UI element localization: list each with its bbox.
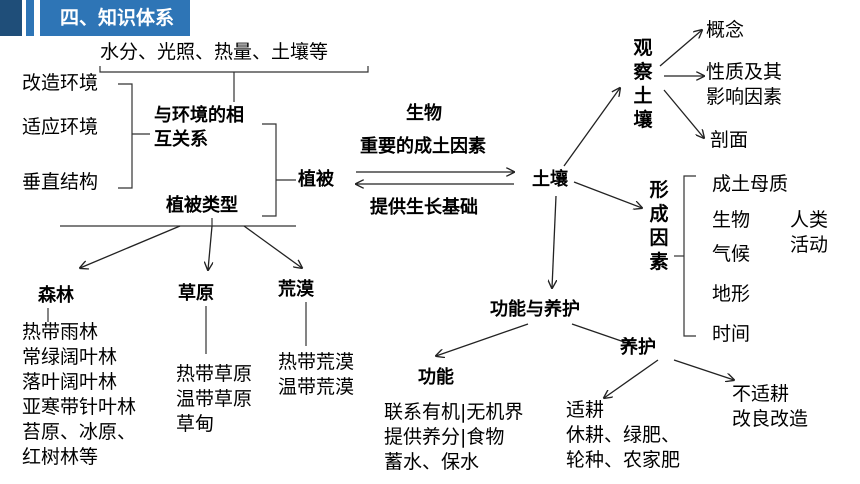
forest-list: 热带雨林 常绿阔叶林 落叶阔叶林 亚寒带针叶林 苔原、冰原、 红树林等 [22, 320, 136, 470]
formation-item-climate: 气候 [712, 243, 751, 265]
formation-item-parent-material: 成土母质 [712, 173, 789, 195]
function-title: 功能 [418, 367, 454, 388]
observe-soil-heading: 观 察 土 壤 [633, 37, 653, 131]
soil-node: 土壤 [532, 169, 568, 190]
desert-title: 荒漠 [278, 279, 314, 300]
protection-title: 养护 [620, 337, 656, 358]
protection-item: 休耕、绿肥、 [566, 424, 681, 446]
arrow-label-important-factor: 重要的成土因素 [360, 136, 486, 157]
formation-factors-heading: 形 成 因 素 [649, 179, 669, 273]
protection-list: 适耕 休耕、绿肥、 轮种、农家肥 [566, 398, 680, 473]
observe-item-profile: 剖面 [710, 129, 749, 151]
forest-title: 森林 [38, 285, 74, 306]
vegetation-node: 植被 [298, 169, 334, 190]
arrow-label-growth-basis: 提供生长基础 [370, 197, 478, 218]
protection-item: 轮种、农家肥 [566, 449, 681, 471]
formation-item-terrain: 地形 [712, 283, 751, 305]
forest-item: 常绿阔叶林 [22, 346, 118, 368]
protection-item: 适耕 [566, 399, 605, 421]
function-protection-node: 功能与养护 [490, 299, 580, 320]
interaction-label-line2: 互关系 [154, 129, 208, 150]
function-item: 蓄水、保水 [384, 451, 480, 473]
vegetation-types-label: 植被类型 [166, 195, 238, 216]
improvement: 改良改造 [732, 408, 809, 430]
header-banner [0, 0, 190, 36]
climatic-factors: 水分、光照、热量、土壤等 [100, 41, 329, 63]
forest-item: 苔原、冰原、 [22, 421, 137, 443]
desert-list: 热带荒漠 温带荒漠 [278, 350, 354, 400]
forest-item: 亚寒带针叶林 [22, 396, 137, 418]
desert-item: 温带荒漠 [278, 376, 355, 398]
observe-item-concept: 概念 [706, 19, 745, 41]
arrow-label-biology: 生物 [406, 103, 442, 124]
grassland-item: 草甸 [176, 413, 215, 435]
observe-item-influences: 影响因素 [706, 86, 783, 108]
interaction-label-line1: 与环境的相 [154, 105, 244, 126]
forest-item: 落叶阔叶林 [22, 371, 118, 393]
human-activity-line2: 活动 [790, 234, 829, 256]
item-transform-environment: 改造环境 [22, 72, 99, 94]
item-vertical-structure: 垂直结构 [22, 171, 99, 193]
item-adapt-environment: 适应环境 [22, 116, 99, 138]
function-item: 联系有机|无机界 [384, 401, 524, 423]
grassland-list: 热带草原 温带草原 草甸 [176, 362, 252, 437]
observe-item-properties: 性质及其 [706, 61, 783, 83]
unsuitable-tillage: 不适耕 [732, 383, 790, 405]
function-item: 提供养分|食物 [384, 426, 505, 448]
forest-item: 红树林等 [22, 446, 99, 468]
grassland-item: 温带草原 [176, 388, 253, 410]
function-list: 联系有机|无机界 提供养分|食物 蓄水、保水 [384, 400, 523, 475]
formation-item-organisms: 生物 [712, 209, 751, 231]
desert-item: 热带荒漠 [278, 351, 355, 373]
formation-item-time: 时间 [712, 323, 751, 345]
section-title: 四、知识体系 [60, 7, 175, 29]
grassland-title: 草原 [178, 283, 214, 304]
forest-item: 热带雨林 [22, 321, 99, 343]
human-activity-line1: 人类 [790, 209, 829, 231]
grassland-item: 热带草原 [176, 363, 253, 385]
